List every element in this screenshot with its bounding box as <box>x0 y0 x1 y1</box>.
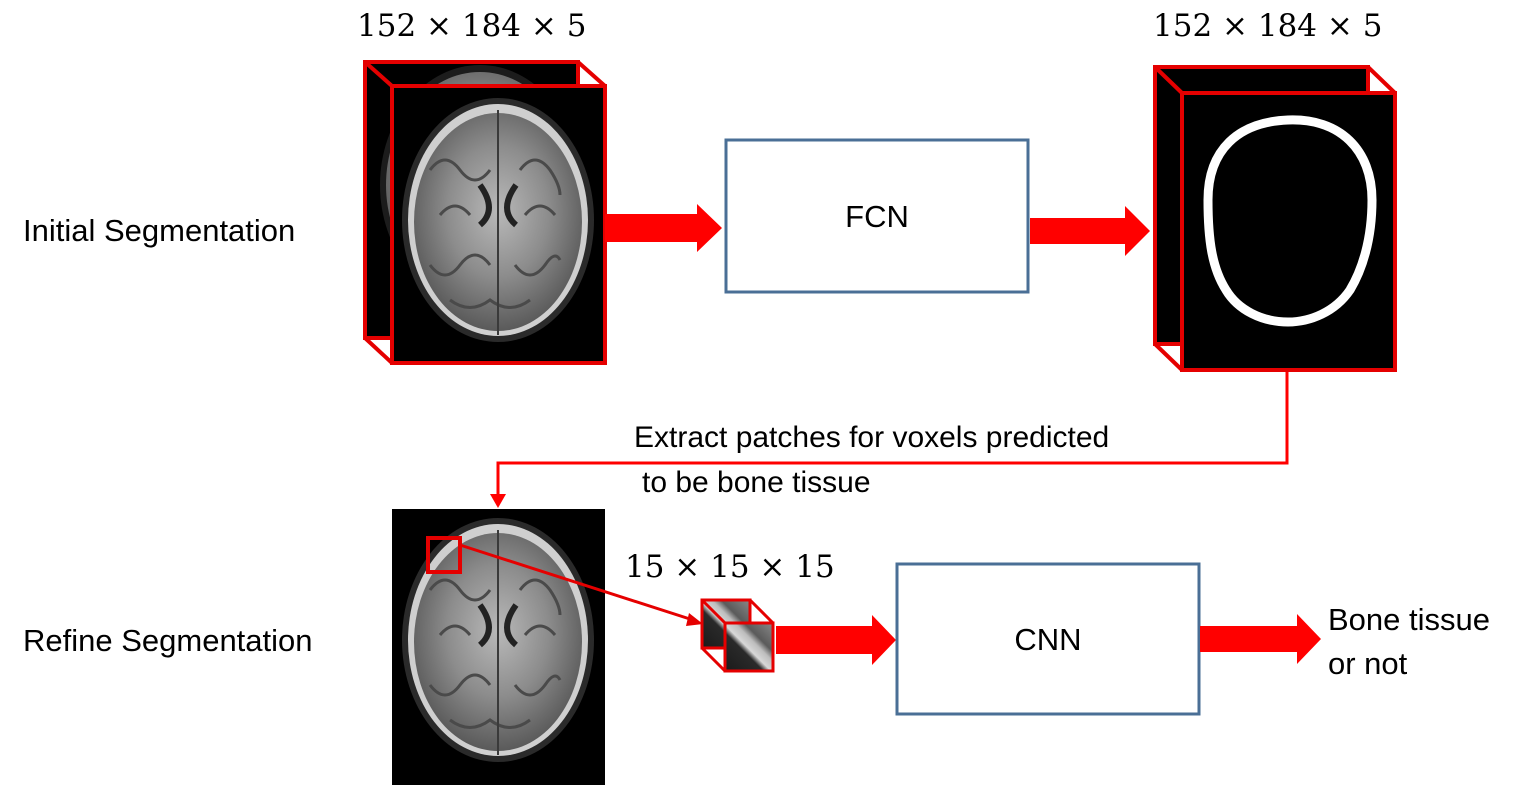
cnn-box: CNN <box>895 562 1201 716</box>
output-volume-stack <box>1153 65 1397 372</box>
patch-extraction-connector <box>490 372 1289 508</box>
bone-mask-slice <box>1180 91 1397 372</box>
mri-slice-front <box>390 84 607 365</box>
output-label-line1: Bone tissue <box>1328 602 1490 637</box>
arrow-patch-to-cnn <box>776 615 896 665</box>
arrow-cnn-to-output <box>1200 614 1321 664</box>
output-label-line2: or not <box>1328 646 1408 681</box>
refine-segmentation-label: Refine Segmentation <box>23 623 313 658</box>
refine-mri-image <box>392 509 605 785</box>
patch-selection-box <box>426 536 462 574</box>
arrow-input-to-fcn <box>605 204 722 252</box>
fcn-box: FCN <box>724 138 1030 294</box>
patch-cube <box>700 598 775 673</box>
patch-dimension-label: 15 × 15 × 15 <box>625 549 835 585</box>
input-volume-stack <box>363 60 607 365</box>
connector-text-line2: to be bone tissue <box>642 466 871 499</box>
arrow-fcn-to-output <box>1030 206 1150 256</box>
connector-text-line1: Extract patches for voxels predicted <box>634 421 1110 454</box>
fcn-label: FCN <box>845 199 909 234</box>
patch-pointer-arrow <box>459 543 703 626</box>
output-dimension-label: 152 × 184 × 5 <box>1153 8 1383 44</box>
cnn-label: CNN <box>1014 622 1081 657</box>
initial-segmentation-label: Initial Segmentation <box>23 213 296 248</box>
input-dimension-label: 152 × 184 × 5 <box>357 8 587 44</box>
